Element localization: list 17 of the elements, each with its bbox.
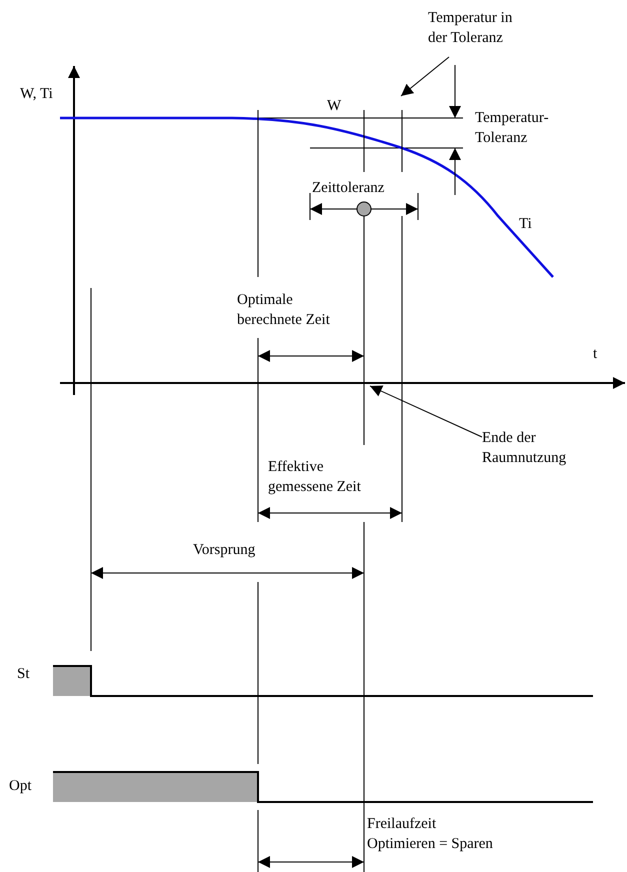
axis-label: t: [593, 345, 598, 364]
annotation-text: Temperatur in der Toleranz: [428, 8, 528, 48]
signal-label: St: [17, 665, 30, 684]
dimension-label: Vorsprung: [193, 541, 256, 560]
curve-label: Ti: [519, 215, 532, 234]
dimension-label: Freilaufzeit Optimieren = Sparen: [367, 815, 494, 854]
dimension-label: Optimale berechnete Zeit: [237, 291, 331, 330]
annotation-text: Ende der Raumnutzung: [482, 428, 578, 468]
dimension-label: Zeittoleranz: [312, 179, 384, 198]
leader-line: [400, 56, 450, 96]
curve-label: W: [327, 97, 342, 116]
axis-label: W, Ti: [20, 85, 53, 104]
leader-line: [370, 386, 482, 438]
signal-label: Opt: [9, 777, 32, 796]
dimension-label: Temperatur-Toleranz: [475, 109, 550, 148]
x-axis: [60, 377, 625, 389]
dimension-label: Effektive gemessene Zeit: [268, 458, 362, 497]
